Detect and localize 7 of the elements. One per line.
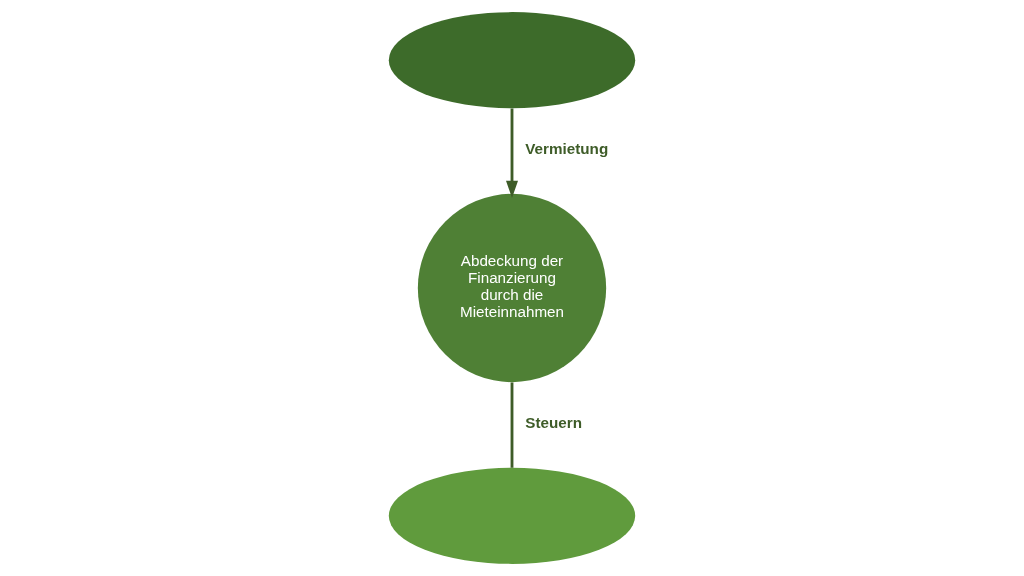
connector xyxy=(510,382,514,468)
edge-label: Steuern xyxy=(525,413,582,431)
arrow xyxy=(506,108,518,198)
node-ellipse xyxy=(388,467,636,564)
node-circle: Abdeckung der Finanzierung durch die Mieteinnahmen xyxy=(417,193,607,383)
node-ellipse xyxy=(388,12,636,109)
edge-label: Vermietung xyxy=(525,139,609,157)
